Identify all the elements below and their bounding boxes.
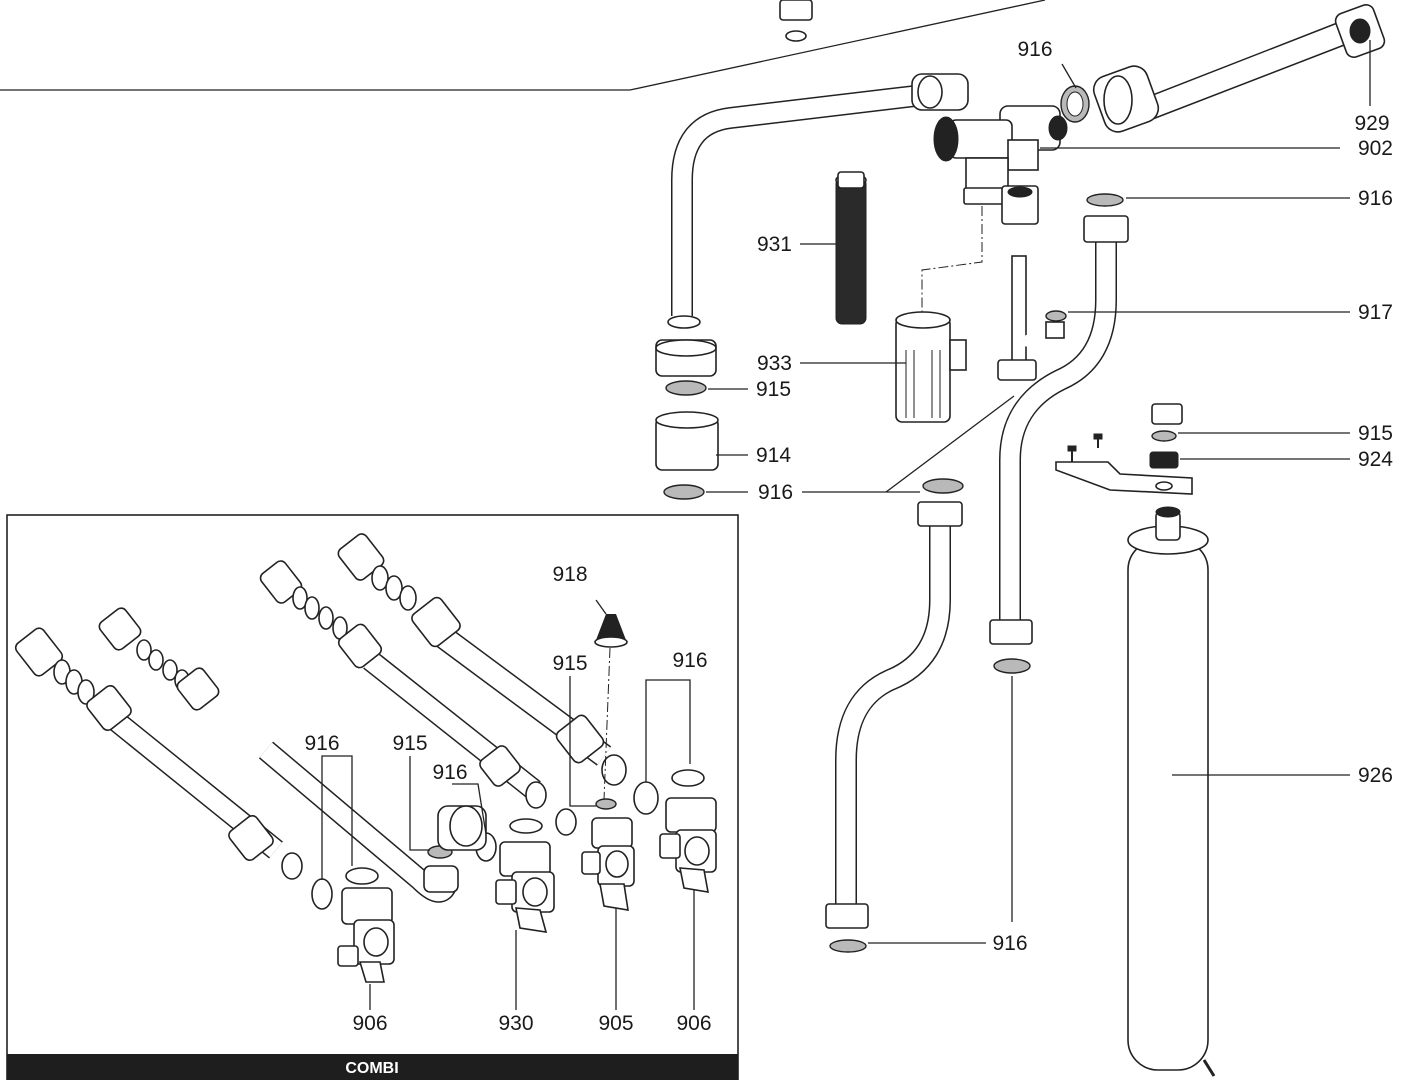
- pipe-s-center-group: [825, 478, 964, 953]
- inset-washer-h: [671, 769, 705, 787]
- pipe-s-right-top-nut: [1083, 215, 1129, 243]
- washer-915-left: [665, 380, 707, 396]
- valve-902-lower-body: [965, 157, 1009, 191]
- valve-902-group: [933, 105, 1068, 225]
- pipe-s-right-group: [989, 193, 1129, 674]
- label-902: 902: [1358, 137, 1393, 160]
- pipe-s-right-bottom-nut: [989, 619, 1033, 645]
- inset-washer-g: [633, 781, 659, 815]
- washer-915-right: [1151, 430, 1177, 442]
- inset-label-906-a: 906: [352, 1012, 387, 1035]
- hose-931-group: [835, 171, 867, 325]
- top-nut-part: [779, 0, 813, 21]
- inset-valve-906-a: [337, 887, 395, 983]
- centre-line-valve-filter: [921, 206, 983, 320]
- label-931: 931: [757, 233, 792, 256]
- inset-fittings-b: [98, 607, 220, 711]
- inset-label-916-b: 916: [304, 732, 339, 755]
- cylinder-926: [1127, 539, 1209, 1071]
- pipe-s-center-top-nut: [917, 501, 963, 527]
- combi-title: COMBI: [345, 1060, 398, 1077]
- reference-leader-line: [0, 0, 1046, 91]
- combi-inset: COMBI: [6, 514, 739, 1080]
- inset-filter-918: [594, 614, 628, 810]
- inset-washer-a: [311, 878, 333, 910]
- hose-931: [835, 177, 867, 325]
- inset-label-915-b: 915: [392, 732, 427, 755]
- part-917-fitting: [1045, 321, 1065, 339]
- nut-924: [1149, 451, 1179, 469]
- filter-933-group: [895, 311, 967, 423]
- washer-916-mid: [922, 478, 964, 494]
- combi-inset-frame: [6, 514, 739, 1080]
- label-929: 929: [1354, 112, 1389, 135]
- inset-valve-906-b: [659, 797, 717, 893]
- label-916-mid: 916: [758, 481, 793, 504]
- top-leader-group: [0, 0, 1046, 91]
- inset-valve-930: [495, 841, 555, 933]
- pipe-929-union-face: [1103, 75, 1133, 125]
- label-933: 933: [757, 352, 792, 375]
- label-916-top: 916: [1017, 38, 1052, 61]
- inset-union: [437, 805, 487, 851]
- pipe-917-nut: [997, 359, 1037, 381]
- inset-washer-b: [345, 867, 379, 885]
- inset-pipe-d: [259, 560, 547, 809]
- label-915-right: 915: [1358, 422, 1393, 445]
- pipe-929-bore: [1349, 18, 1371, 44]
- washer-916-right: [1086, 193, 1124, 207]
- valve-902-knob-cap: [933, 116, 959, 162]
- label-914: 914: [756, 444, 791, 467]
- pipe-bent-left-group: [655, 73, 969, 500]
- combi-title-bar: [7, 1054, 738, 1080]
- inset-label-930: 930: [498, 1012, 533, 1035]
- washer-916-lower-right: [993, 658, 1031, 674]
- washer-916-bottom: [829, 939, 867, 953]
- inset-label-916-a: 916: [672, 649, 707, 672]
- pipe-s-center-bottom-nut: [825, 903, 869, 929]
- inset-washer-f: [555, 808, 577, 836]
- inset-pipe-c: [258, 741, 459, 903]
- label-916-right: 916: [1358, 187, 1393, 210]
- inset-pipe-a: [14, 627, 303, 880]
- valve-902-knob: [949, 119, 1013, 159]
- washer-917: [1045, 310, 1067, 322]
- label-924: 924: [1358, 448, 1393, 471]
- inset-label-915-a: 915: [552, 652, 587, 675]
- inset-label-905: 905: [598, 1012, 633, 1035]
- pipe-929-group: [1092, 4, 1386, 133]
- inset-label-916-c: 916: [432, 761, 467, 784]
- cylinder-926-group: [1127, 506, 1216, 1077]
- filter-933-body: [895, 317, 951, 423]
- vertical-pipe-stub: [1011, 255, 1027, 369]
- bracket-group: [1055, 430, 1193, 495]
- inset-valve-905: [581, 817, 635, 911]
- label-917: 917: [1358, 301, 1393, 324]
- inset-washer-d: [509, 818, 543, 834]
- label-916-bottom: 916: [992, 932, 1027, 955]
- label-926: 926: [1358, 764, 1393, 787]
- main-labels: 916 929 902 916 931 917 933 915 915 924 …: [706, 38, 1393, 955]
- inset-label-906-b: 906: [676, 1012, 711, 1035]
- inset-label-918: 918: [552, 563, 587, 586]
- inset-pipe-e: [337, 533, 627, 786]
- label-915-left: 915: [756, 378, 791, 401]
- pipe-917-group: [997, 255, 1183, 425]
- top-washer-part: [785, 30, 807, 42]
- washer-916-left: [663, 484, 705, 500]
